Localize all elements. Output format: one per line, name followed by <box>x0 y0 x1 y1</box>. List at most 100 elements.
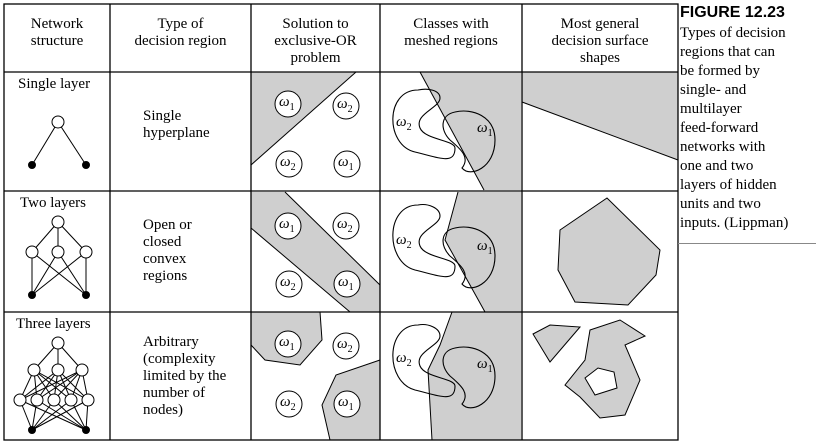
header-line: Network <box>30 16 84 32</box>
omega-subscript: 2 <box>406 358 412 369</box>
omega-symbol: ω <box>280 394 291 410</box>
omega-1-label: ω1 <box>279 215 295 239</box>
header-meshed: Classes with meshed regions <box>380 16 522 50</box>
omega-subscript: 2 <box>406 240 412 251</box>
omega-subscript: 2 <box>290 402 296 413</box>
general-row3-shading <box>532 319 647 419</box>
general-row1-line <box>521 101 679 161</box>
region-type-single: Single hyperplane <box>143 108 210 142</box>
caption-line: one and two <box>680 158 754 174</box>
region-line: (complexity <box>143 351 216 367</box>
omega-subscript: 1 <box>348 402 354 413</box>
meshed-class-shapes <box>392 88 496 409</box>
meshed-row2-shading <box>445 192 521 312</box>
omega-2-label: ω2 <box>337 215 353 239</box>
caption-line: regions that can <box>680 44 775 60</box>
omega-symbol: ω <box>338 154 349 170</box>
meshed-row3-shading <box>428 312 521 440</box>
omega-symbol: ω <box>396 232 407 248</box>
omega-2-label: ω2 <box>280 393 296 417</box>
row-label-two-layers: Two layers <box>20 195 87 211</box>
omega-subscript: 1 <box>289 224 295 235</box>
region-line: nodes) <box>143 402 183 418</box>
header-xor: Solution to exclusive-OR problem <box>251 16 380 67</box>
omega-2-label: ω2 <box>337 95 353 119</box>
omega-symbol: ω <box>338 274 349 290</box>
header-line: exclusive-OR <box>274 33 357 49</box>
header-line: problem <box>290 50 341 66</box>
omega-symbol: ω <box>280 274 291 290</box>
header-network-structure: Network structure <box>4 16 110 50</box>
region-line: Arbitrary <box>143 334 199 350</box>
omega-subscript: 1 <box>487 128 493 139</box>
region-type-three: Arbitrary (complexity limited by the num… <box>143 334 226 419</box>
xor-row3-shading <box>251 312 380 440</box>
omega-symbol: ω <box>337 96 348 112</box>
header-decision-region: Type of decision region <box>110 16 251 50</box>
network-three-layers <box>13 336 95 434</box>
omega-2-label: ω2 <box>337 335 353 359</box>
omega-symbol: ω <box>279 216 290 232</box>
caption-text: Types of decision regions that can be fo… <box>680 24 819 233</box>
omega-symbol: ω <box>279 94 290 110</box>
header-line: Type of <box>157 16 204 32</box>
omega-1-label: ω1 <box>477 355 493 379</box>
omega-2-label: ω2 <box>396 231 412 255</box>
omega-subscript: 1 <box>487 364 493 375</box>
region-line: limited by the <box>143 368 227 384</box>
caption-line: multilayer <box>680 101 742 117</box>
caption-title: FIGURE 12.23 <box>680 4 785 21</box>
meshed-row1-line <box>419 71 485 191</box>
omega-subscript: 1 <box>487 246 493 257</box>
region-line: number of <box>143 385 206 401</box>
omega-symbol: ω <box>338 394 349 410</box>
omega-subscript: 1 <box>289 102 295 113</box>
caption-line: units and two <box>680 196 761 212</box>
row-label-single-layer: Single layer <box>18 76 91 92</box>
omega-1-label: ω1 <box>338 393 354 417</box>
header-general: Most general decision surface shapes <box>522 16 678 67</box>
general-row2-shading <box>557 197 661 306</box>
caption-line: single- and <box>680 82 747 98</box>
omega-symbol: ω <box>280 154 291 170</box>
omega-symbol: ω <box>396 114 407 130</box>
region-type-two: Open or closed convex regions <box>143 217 192 285</box>
omega-subscript: 2 <box>347 344 353 355</box>
header-line: Classes with <box>413 16 489 32</box>
caption-line: networks with <box>680 139 766 155</box>
header-line: meshed regions <box>404 33 498 49</box>
network-single-layer <box>28 115 90 169</box>
omega-2-label: ω2 <box>280 273 296 297</box>
meshed-row3-line <box>427 311 453 441</box>
omega-symbol: ω <box>337 336 348 352</box>
header-line: structure <box>30 33 84 49</box>
omega-1-label: ω1 <box>279 333 295 357</box>
xor-circles <box>274 90 361 418</box>
caption-line: be formed by <box>680 63 760 79</box>
omega-2-label: ω2 <box>280 153 296 177</box>
omega-1-label: ω1 <box>477 119 493 143</box>
caption-line: inputs. (Lippman) <box>680 215 789 231</box>
region-line: Open or <box>143 217 192 233</box>
xor-row3-lines <box>250 311 381 441</box>
omega-symbol: ω <box>337 216 348 232</box>
header-line: decision region <box>134 33 227 49</box>
region-line: closed <box>143 234 182 250</box>
general-row1-shading <box>522 72 678 160</box>
region-line: Single <box>143 108 182 124</box>
omega-subscript: 2 <box>290 282 296 293</box>
omega-subscript: 2 <box>290 162 296 173</box>
omega-subscript: 1 <box>348 162 354 173</box>
region-line: hyperplane <box>143 125 210 141</box>
table-grid <box>3 3 679 441</box>
omega-1-label: ω1 <box>338 153 354 177</box>
omega-symbol: ω <box>477 238 488 254</box>
header-line: Most general <box>560 16 640 32</box>
omega-subscript: 1 <box>348 282 354 293</box>
xor-row1-line <box>250 71 357 166</box>
omega-1-label: ω1 <box>279 93 295 117</box>
omega-1-label: ω1 <box>338 273 354 297</box>
omega-1-label: ω1 <box>477 237 493 261</box>
omega-subscript: 2 <box>347 104 353 115</box>
